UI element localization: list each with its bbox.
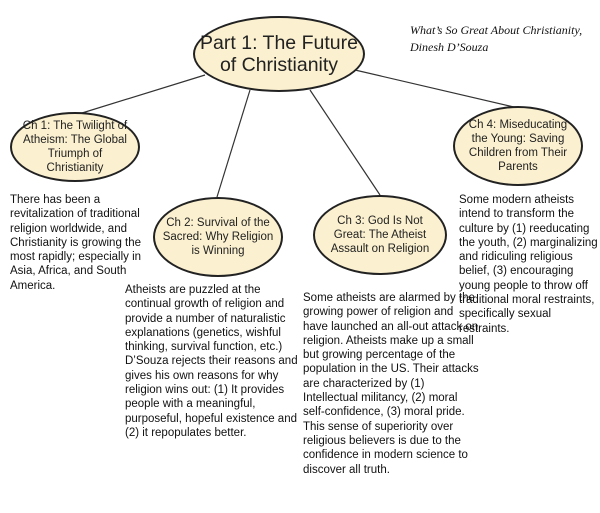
connector-ch4 <box>354 69 519 109</box>
chapter-3-label: Ch 3: God Is Not Great: The Atheist Assa… <box>330 215 430 255</box>
connector-ch1 <box>81 74 206 114</box>
chapter-3-description: Some atheists are alarmed by the growing… <box>303 292 479 476</box>
chapter-2-node: Ch 2: Survival of the Sacred: Why Religi… <box>153 197 283 277</box>
chapter-2-description: Atheists are puzzled at the continual gr… <box>125 284 298 439</box>
chapter-4-label: Ch 4: Miseducating the Young: Saving Chi… <box>468 119 568 173</box>
chapter-1-description: There has been a revitalization of tradi… <box>10 194 142 292</box>
chapter-4-node: Ch 4: Miseducating the Young: Saving Chi… <box>453 106 583 186</box>
connector-ch2 <box>216 89 251 198</box>
chapter-1-node: Ch 1: The Twilight of Atheism: The Globa… <box>10 112 140 182</box>
book-source-label: What’s So Great About Christianity, Dine… <box>410 23 583 54</box>
chapter-3-node: Ch 3: God Is Not Great: The Atheist Assa… <box>313 195 447 275</box>
chapter-2-label: Ch 2: Survival of the Sacred: Why Religi… <box>162 217 274 257</box>
chapter-4-description: Some modern atheists intend to transform… <box>459 194 598 335</box>
chapter-1-label: Ch 1: The Twilight of Atheism: The Globa… <box>22 120 128 174</box>
main-topic-title: Part 1: The Future of Christianity <box>200 32 358 76</box>
connector-ch3 <box>309 89 381 196</box>
main-topic-node: Part 1: The Future of Christianity <box>193 16 365 92</box>
